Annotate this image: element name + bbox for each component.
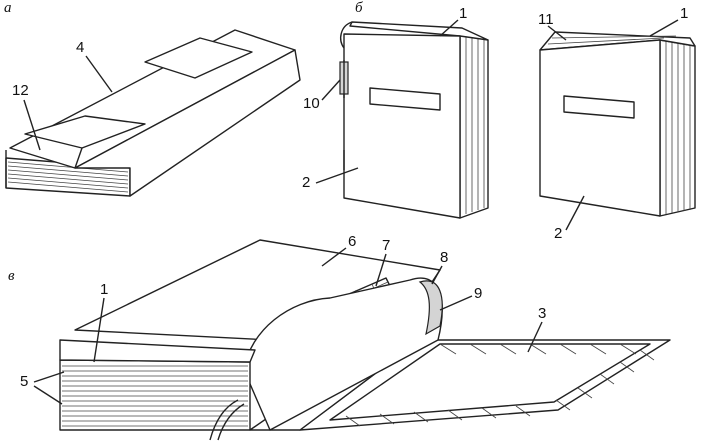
front-cover-b bbox=[343, 33, 461, 219]
leader-9 bbox=[439, 295, 473, 311]
label-2-r: 2 bbox=[554, 225, 562, 242]
label-4: 4 bbox=[76, 39, 84, 56]
panel-v-casing bbox=[59, 239, 671, 441]
leader-7 bbox=[375, 253, 387, 287]
panel-b-closed-book bbox=[339, 21, 489, 219]
page-edge-lines-b bbox=[465, 34, 485, 214]
label-5: 5 bbox=[20, 373, 28, 390]
spine-b bbox=[340, 21, 353, 49]
label-7: 7 bbox=[382, 237, 390, 254]
label-9: 9 bbox=[474, 285, 482, 302]
label-3: 3 bbox=[538, 305, 546, 322]
label-12: 12 bbox=[12, 82, 29, 99]
leader-2-b bbox=[315, 167, 359, 184]
panel-b-thick-book bbox=[539, 31, 696, 217]
panel-a-book-case bbox=[5, 29, 301, 197]
ribbon-bookmark bbox=[217, 403, 245, 441]
leader-1-v bbox=[93, 297, 105, 363]
leader-10 bbox=[321, 79, 341, 101]
cover-window-top bbox=[144, 37, 253, 79]
page-edge-lines-r bbox=[665, 41, 691, 214]
label-6: 6 bbox=[348, 233, 356, 250]
label-10: 10 bbox=[303, 95, 320, 112]
label-1-b: 1 bbox=[459, 5, 467, 22]
label-8: 8 bbox=[440, 249, 448, 266]
leader-3 bbox=[527, 321, 543, 353]
front-cover-r bbox=[539, 39, 661, 217]
leader-12 bbox=[23, 99, 41, 151]
text-block-front bbox=[59, 359, 251, 431]
leader-8 bbox=[431, 265, 443, 285]
leader-1-r bbox=[649, 19, 679, 37]
text-block-page-lines bbox=[62, 365, 248, 427]
text-block-top bbox=[59, 339, 256, 363]
leader-5a bbox=[33, 371, 65, 383]
label-11: 11 bbox=[538, 11, 554, 28]
cover-side-a bbox=[74, 49, 301, 197]
leader-11 bbox=[547, 25, 567, 41]
cover-turnin-hatch bbox=[345, 343, 655, 427]
panel-label-b: б bbox=[355, 0, 363, 16]
cover-inner-area bbox=[329, 343, 651, 421]
label-1-v: 1 bbox=[100, 281, 108, 298]
leader-5b bbox=[33, 385, 63, 405]
label-2-b: 2 bbox=[302, 174, 310, 191]
panel-label-v: в bbox=[8, 268, 15, 284]
leader-4 bbox=[85, 55, 113, 93]
leader-1-b bbox=[439, 19, 459, 37]
top-edge-lines-r bbox=[547, 35, 677, 45]
page-lines-a bbox=[7, 161, 129, 193]
panel-label-a: а bbox=[4, 0, 12, 16]
leader-2-r bbox=[565, 195, 585, 231]
leader-6 bbox=[321, 247, 347, 267]
cover-label-b bbox=[369, 87, 441, 111]
cover-label-r bbox=[563, 95, 635, 119]
label-1-r: 1 bbox=[680, 5, 688, 22]
cover-window-bottom bbox=[24, 115, 146, 149]
headband-8 bbox=[418, 280, 443, 336]
